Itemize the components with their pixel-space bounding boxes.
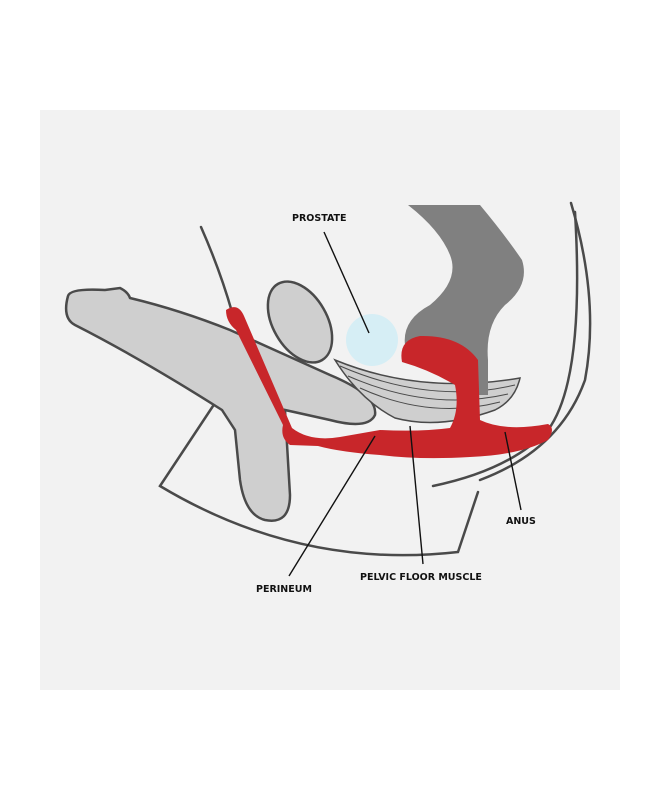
perineum-highlight xyxy=(226,307,552,459)
thigh-outline xyxy=(158,401,480,557)
anus-label: ANUS xyxy=(506,516,536,527)
pelvic-floor-muscle-label: PELVIC FLOOR MUSCLE xyxy=(360,572,482,583)
scrotum-oval xyxy=(266,280,334,364)
buttock-outline xyxy=(431,210,579,488)
abdomen-outline xyxy=(199,225,234,314)
prostate-leader-line xyxy=(323,231,370,334)
perineum-label: PERINEUM xyxy=(256,584,312,595)
prostate-gland xyxy=(346,314,398,366)
penis-shape xyxy=(64,286,377,522)
pelvic-floor-leader-line xyxy=(409,425,424,565)
back-outline xyxy=(478,201,592,482)
prostate-label: PROSTATE xyxy=(292,213,347,224)
anus-leader-line xyxy=(504,431,522,511)
perineum-leader-line xyxy=(288,435,376,577)
